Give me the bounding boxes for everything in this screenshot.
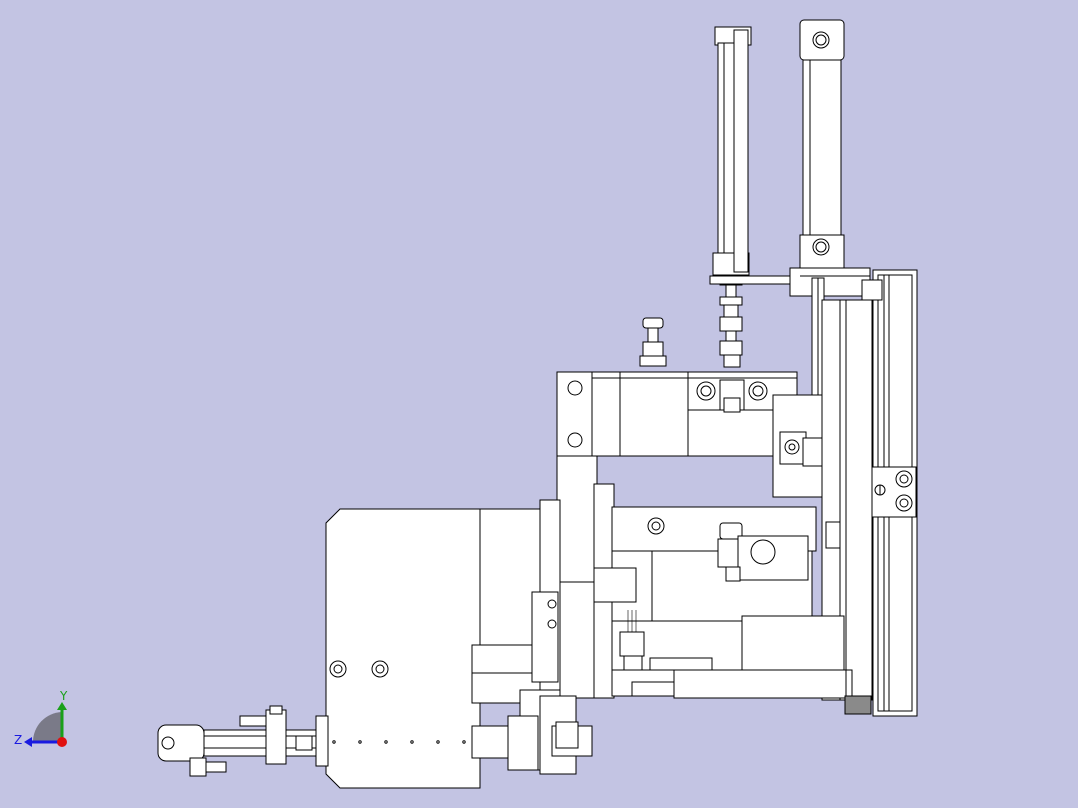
adjust-screw-middle xyxy=(719,304,743,368)
y-arrow-head-icon xyxy=(57,702,67,710)
y-axis-label: Y xyxy=(59,689,68,703)
right-top-cylinder xyxy=(799,19,845,271)
bottom-cylinder xyxy=(157,705,329,777)
adjust-screw-left xyxy=(639,317,667,367)
origin-dot xyxy=(57,737,67,747)
z-axis-label: Z xyxy=(14,733,22,747)
right-frame-plate xyxy=(865,269,918,717)
upper-block xyxy=(556,371,798,457)
orientation-triad: Y Z xyxy=(14,689,68,747)
triad-quadrant-shape xyxy=(32,712,62,742)
hole-row xyxy=(332,740,466,744)
top-bracket xyxy=(709,267,883,301)
z-arrow-head-icon xyxy=(24,737,32,747)
motor-block xyxy=(593,506,817,622)
lower-mechanism xyxy=(611,610,872,715)
left-top-cylinder xyxy=(712,26,752,306)
side-slide xyxy=(507,591,593,775)
big-rear-plate xyxy=(325,508,541,789)
